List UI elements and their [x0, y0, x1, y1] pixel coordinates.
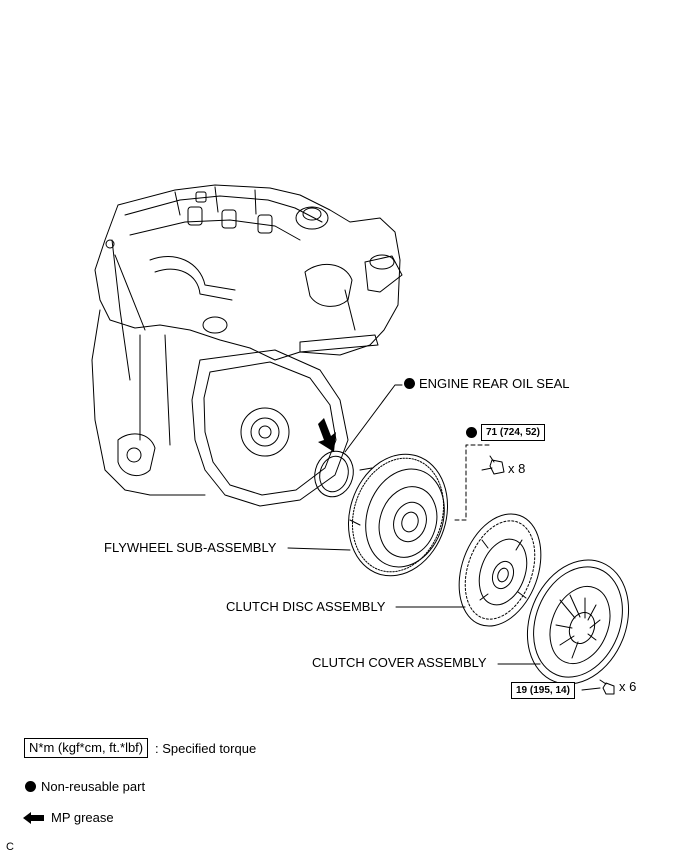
label-clutch-cover: CLUTCH COVER ASSEMBLY	[312, 655, 487, 670]
legend-nonreusable: Non-reusable part	[41, 779, 146, 794]
legend-torque-unit: N*m (kgf*cm, ft.*lbf)	[24, 738, 149, 758]
nonreusable-marker-icon	[404, 378, 415, 389]
legend-grease-icon	[23, 812, 44, 824]
qty-flywheel-bolt: x 8	[508, 461, 526, 476]
engine-illustration	[91, 184, 403, 507]
label-clutch-disc: CLUTCH DISC ASSEMBLY	[226, 599, 386, 614]
nonreusable-marker-icon	[466, 427, 477, 438]
torque-cover-bolt: 19 (195, 14)	[511, 682, 575, 699]
corner-mark: C	[6, 841, 14, 853]
grease-arrow-icon	[318, 418, 336, 452]
legend-nonreusable-icon	[25, 781, 36, 792]
flywheel-sub-assembly	[347, 453, 449, 577]
label-engine-rear-oil-seal: ENGINE REAR OIL SEAL	[419, 376, 570, 391]
torque-flywheel-bolt: 71 (724, 52)	[481, 424, 545, 441]
clutch-disc-assembly	[458, 513, 542, 627]
label-flywheel: FLYWHEEL SUB-ASSEMBLY	[104, 540, 277, 555]
qty-cover-bolt: x 6	[619, 679, 637, 694]
flywheel-bolt-icon	[489, 455, 505, 475]
clutch-cover-assembly	[526, 559, 630, 685]
engine-rear-oil-seal	[314, 450, 354, 498]
legend-torque-desc: : Specified torque	[155, 741, 257, 756]
legend-grease: MP grease	[51, 810, 114, 825]
clutch-cover-bolt-icon	[599, 679, 615, 695]
